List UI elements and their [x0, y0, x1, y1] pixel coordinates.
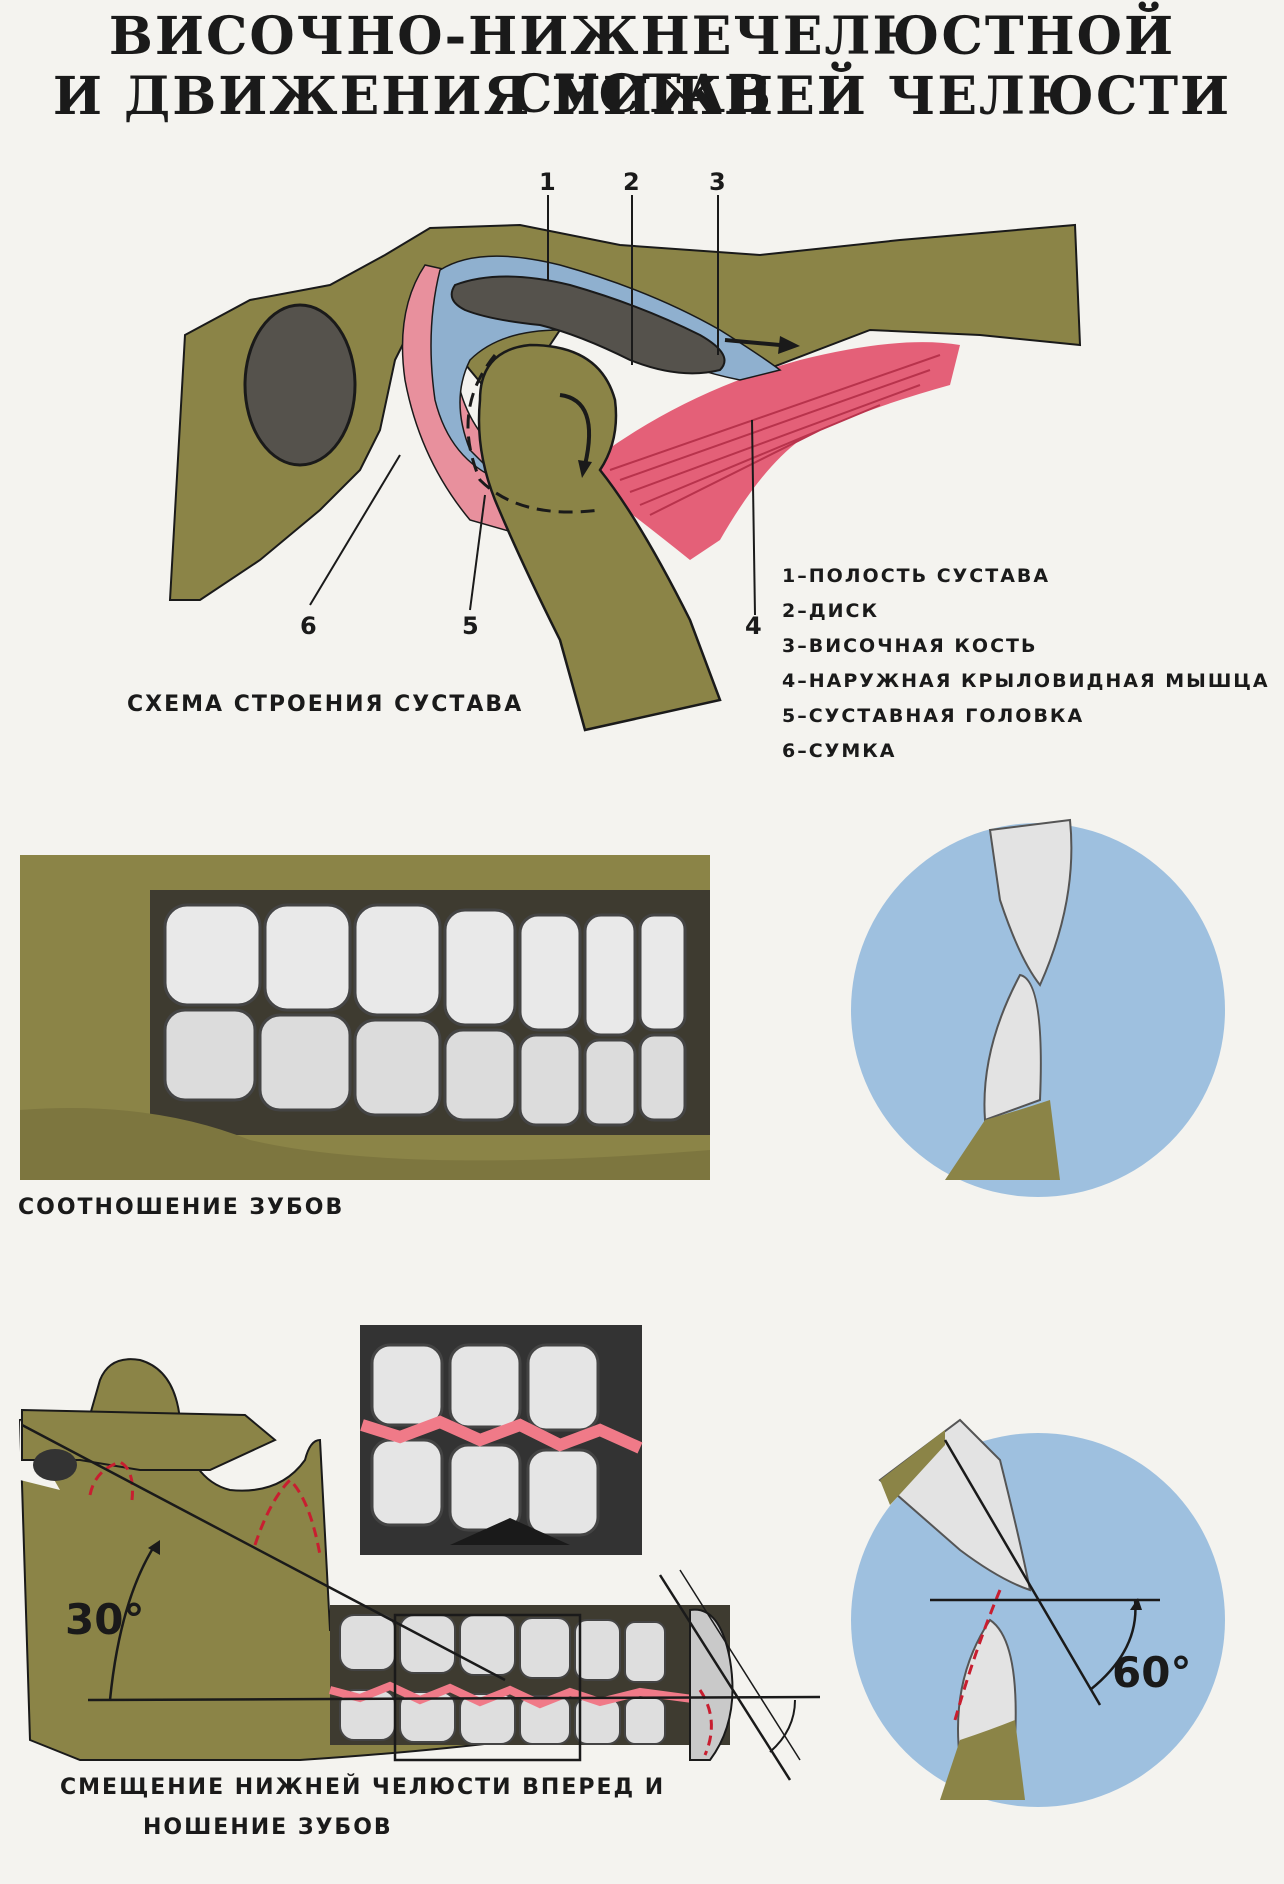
- circle-incisal-line: [943, 1439, 1102, 1706]
- angle-label-60: 60°: [1112, 1648, 1192, 1697]
- lower-teeth: [163, 1008, 687, 1127]
- page-subtitle: И ДВИЖЕНИЯ НИЖНЕЙ ЧЕЛЮСТИ: [52, 66, 1232, 127]
- label-3: 3: [709, 168, 726, 196]
- teeth-relation-caption: СООТНОШЕНИЕ ЗУБОВ: [18, 1195, 345, 1220]
- angle-arc-incisal: [769, 1699, 796, 1753]
- label-4: 4: [745, 612, 762, 640]
- occlusal-plane-line: [87, 1695, 821, 1702]
- label-6: 6: [300, 612, 317, 640]
- occlusion-line: [328, 1681, 701, 1709]
- inset-occlusion-line: [360, 1415, 643, 1454]
- articular-disc: [450, 275, 726, 375]
- rotation-arrow: [559, 393, 592, 466]
- upper-teeth: [163, 903, 687, 1037]
- condylar-path-line: [21, 1423, 506, 1682]
- condyle-and-ramus: [477, 343, 722, 732]
- label-2: 2: [623, 168, 640, 196]
- joint-diagram-caption: СХЕМА СТРОЕНИЯ СУСТАВА: [127, 692, 524, 717]
- legend-item: 5–СУСТАВНАЯ ГОЛОВКА: [782, 705, 1085, 727]
- inset-frame: [393, 1613, 582, 1762]
- label-1: 1: [539, 168, 556, 196]
- legend-item: 4–НАРУЖНАЯ КРЫЛОВИДНАЯ МЫШЦА: [782, 670, 1270, 692]
- legend-item: 3–ВИСОЧНАЯ КОСТЬ: [782, 635, 1038, 657]
- shift-caption-line2: НОШЕНИЕ ЗУБОВ: [143, 1815, 393, 1840]
- shift-caption-line1: СМЕЩЕНИЕ НИЖНЕЙ ЧЕЛЮСТИ ВПЕРЕД И: [60, 1775, 666, 1800]
- legend-item: 2–ДИСК: [782, 600, 880, 622]
- angle-arc-left: [108, 1544, 157, 1701]
- angle-label-30: 30°: [65, 1595, 145, 1644]
- forward-arrow: [724, 338, 781, 347]
- incisor-profile: [689, 1608, 734, 1761]
- condyle-movement-path: [466, 354, 601, 514]
- up-arrow: [450, 1518, 570, 1545]
- legend-item: 1–ПОЛОСТЬ СУСТАВА: [782, 565, 1051, 587]
- page-title: ВИСОЧНО-НИЖНЕЧЕЛЮСТНОЙ СУСТАВ: [108, 6, 1176, 125]
- label-5: 5: [462, 612, 479, 640]
- legend: 1–ПОЛОСТЬ СУСТАВА 2–ДИСК 3–ВИСОЧНАЯ КОСТ…: [782, 565, 1270, 775]
- incisal-guidance-line: [658, 1574, 792, 1781]
- upper-incisor: [988, 818, 1073, 987]
- angle-arc-right: [1089, 1599, 1137, 1691]
- legend-item: 6–СУМКА: [782, 740, 897, 762]
- ear-canal: [243, 303, 357, 467]
